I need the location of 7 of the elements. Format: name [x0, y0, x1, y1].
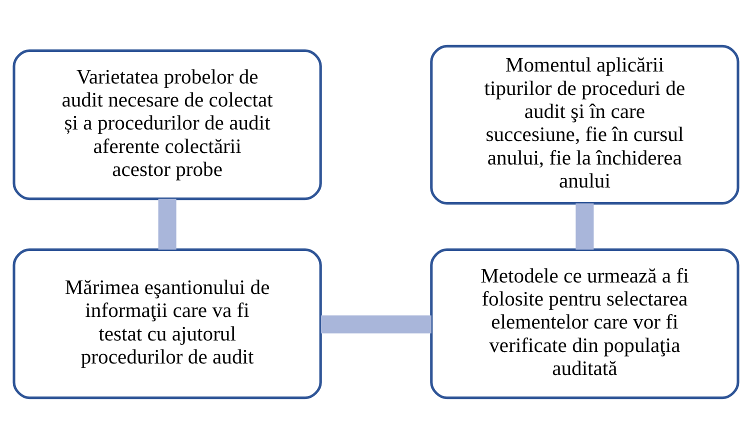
connector: [320, 314, 432, 333]
node-box: Varietatea probelor de audit necesare de colectat și a procedurilor de audit aferente colectării acestor probe: [12, 48, 322, 200]
connector: [158, 198, 176, 250]
node-box: Momentul aplicării tipurilor de proceduri de audit şi în care succesiune, fie în cursul anului, fie la închiderea anului: [430, 44, 740, 204]
node-box: Metodele ce urmează a fi folosite pentru selectarea elementelor care vor fi verificate din populaţia auditată: [430, 248, 740, 399]
node-box: Mărimea eşantionului de informaţii care va fi testat cu ajutorul procedurilor de audit: [12, 248, 322, 399]
connector: [576, 202, 594, 250]
